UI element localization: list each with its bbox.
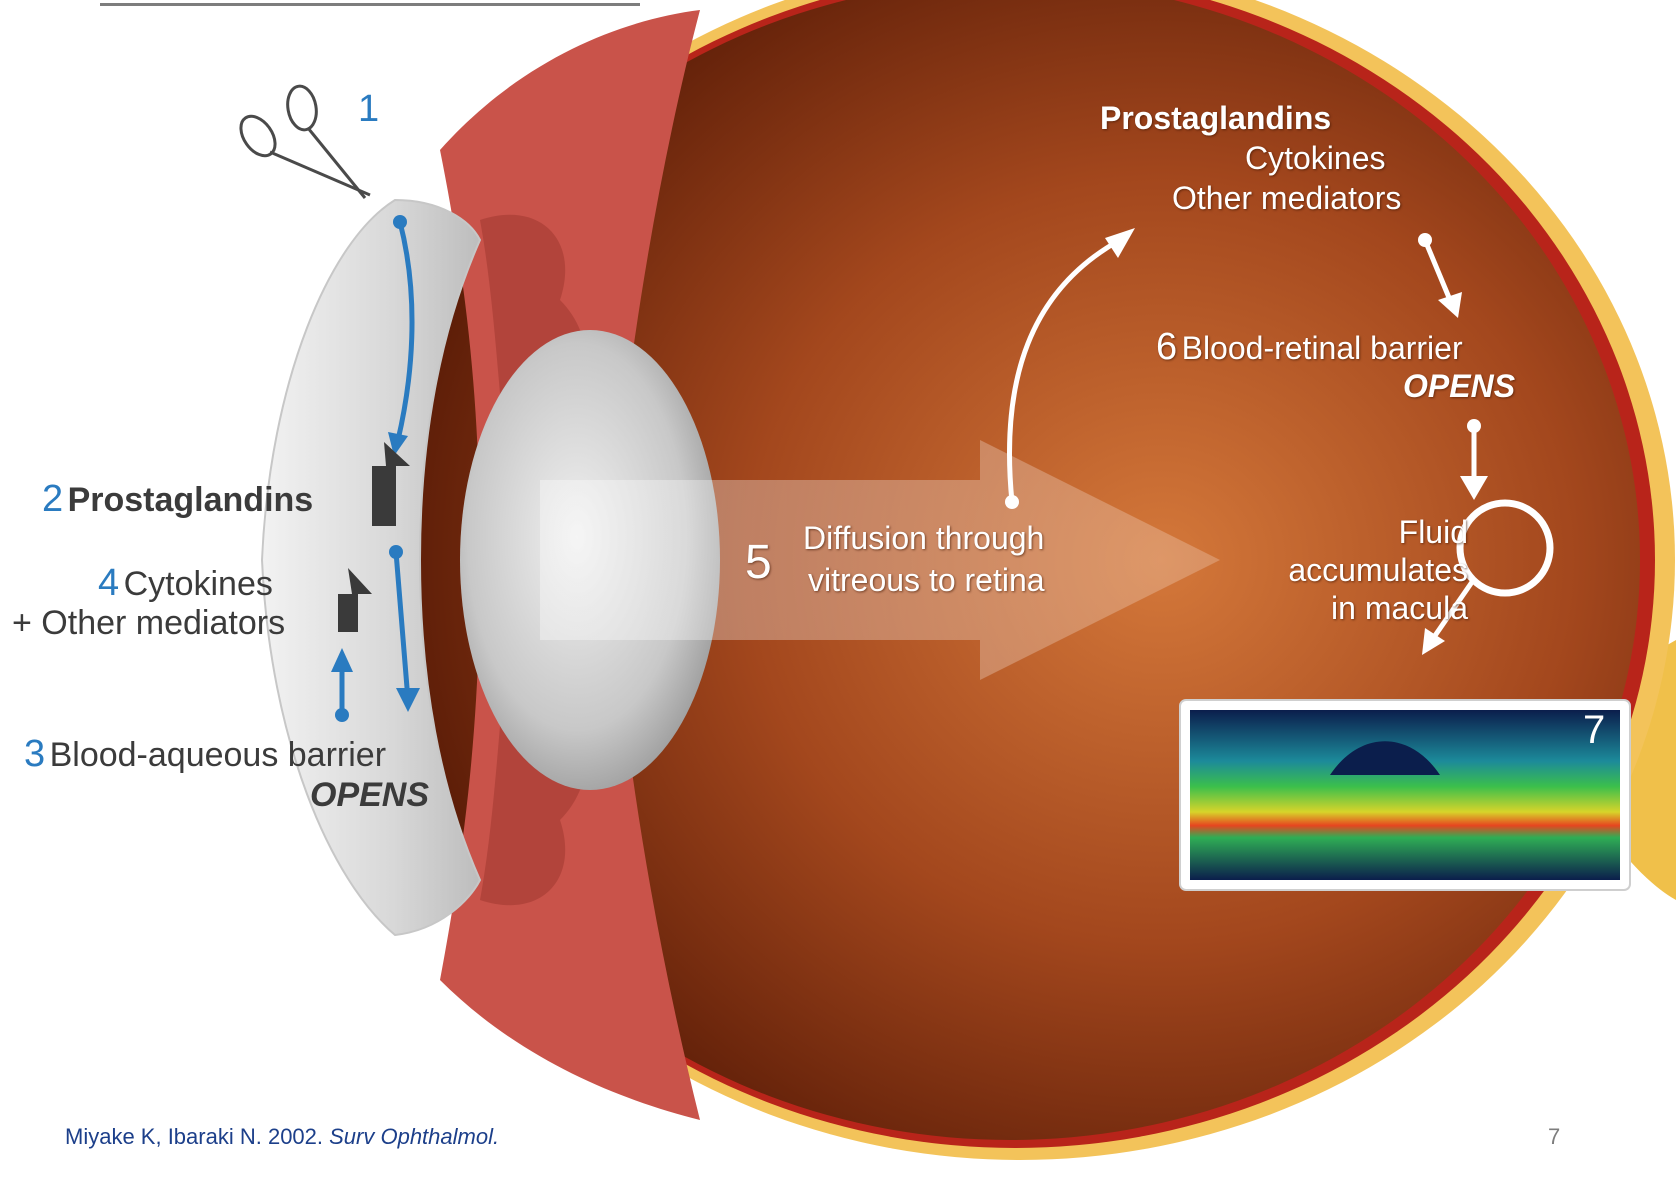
step-7-number: 7 [1583, 708, 1605, 753]
citation-authors: Miyake K, Ibaraki N. 2002. [65, 1124, 329, 1149]
step-4-number: 4 [98, 562, 119, 604]
step-3-text: Blood-aqueous barrier [50, 736, 386, 774]
step-2-number: 2 [42, 478, 63, 520]
oct-scan-inset [1180, 700, 1630, 890]
step-3-number: 3 [24, 733, 45, 775]
scissors-icon [234, 84, 370, 198]
fluid-line2: accumulates [1280, 552, 1468, 589]
step-3-label: 3 Blood-aqueous barrier [24, 733, 386, 776]
mediators-line1: Prostaglandins [1100, 100, 1331, 137]
step-2-label: 2 Prostaglandins [42, 478, 313, 521]
step-4-text-line2: + Other mediators [12, 604, 285, 643]
mediators-line2: Cytokines [1245, 140, 1386, 177]
citation: Miyake K, Ibaraki N. 2002. Surv Ophthalm… [65, 1124, 499, 1150]
step-4-label: 4 Cytokines [98, 562, 273, 605]
slide-number: 7 [1548, 1124, 1560, 1150]
citation-journal: Surv Ophthalmol. [329, 1124, 499, 1149]
mediators-line3: Other mediators [1172, 180, 1401, 217]
fluid-line1: Fluid [1280, 514, 1468, 551]
step-3-emphasis: OPENS [310, 776, 429, 815]
step-5-number: 5 [745, 535, 772, 590]
step-6-emphasis: OPENS [1403, 368, 1515, 405]
step-4-text-line1: Cytokines [124, 565, 273, 603]
fluid-line3: in macula [1280, 590, 1468, 627]
step-6-text: Blood-retinal barrier [1182, 330, 1463, 366]
step-5-text-line2: vitreous to retina [808, 562, 1045, 599]
step-6-label: 6 Blood-retinal barrier [1156, 326, 1463, 369]
step-5-text-line1: Diffusion through [803, 520, 1044, 557]
step-2-text: Prostaglandins [68, 481, 314, 519]
step-1-number: 1 [358, 88, 379, 131]
top-rule [100, 3, 640, 6]
step-6-number: 6 [1156, 326, 1177, 368]
